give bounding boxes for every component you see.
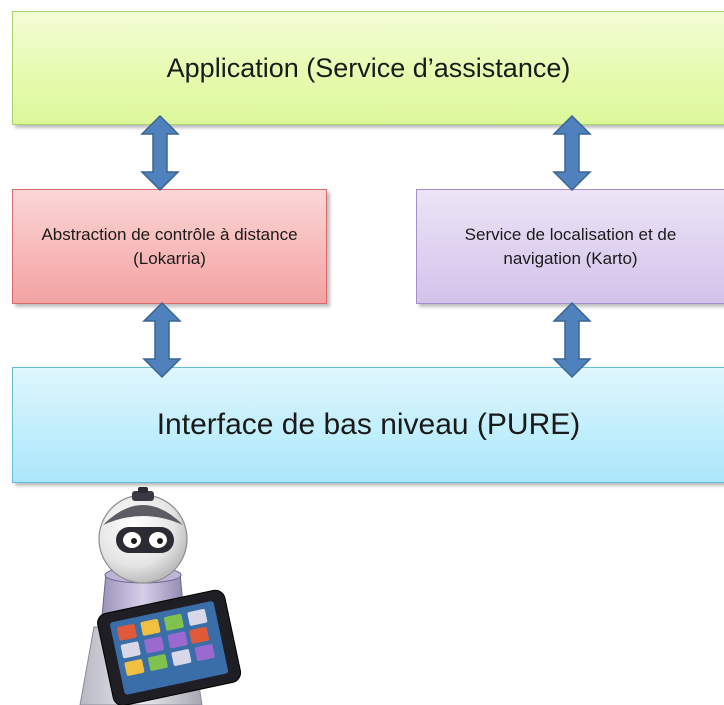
arrow-localization-to-low-level <box>552 301 592 379</box>
robot-illustration <box>79 487 242 705</box>
localization-navigation-box: Service de localisation et de navigation… <box>416 189 724 304</box>
arrow-remote-to-low-level <box>142 301 182 379</box>
application-layer-label: Application (Service d’assistance) <box>166 52 571 83</box>
remote-control-abstraction-label: Abstraction de contrôle à distance (Loka… <box>41 224 298 268</box>
remote-control-abstraction-box: Abstraction de contrôle à distance (Loka… <box>12 189 327 304</box>
arrow-app-to-remote <box>140 114 180 192</box>
application-layer-box: Application (Service d’assistance) <box>12 11 724 125</box>
localization-navigation-label: Service de localisation et de navigation… <box>464 224 677 268</box>
low-level-interface-label: Interface de bas niveau (PURE) <box>156 408 581 441</box>
arrow-app-to-localization <box>552 114 592 192</box>
low-level-interface-box: Interface de bas niveau (PURE) <box>12 367 724 483</box>
